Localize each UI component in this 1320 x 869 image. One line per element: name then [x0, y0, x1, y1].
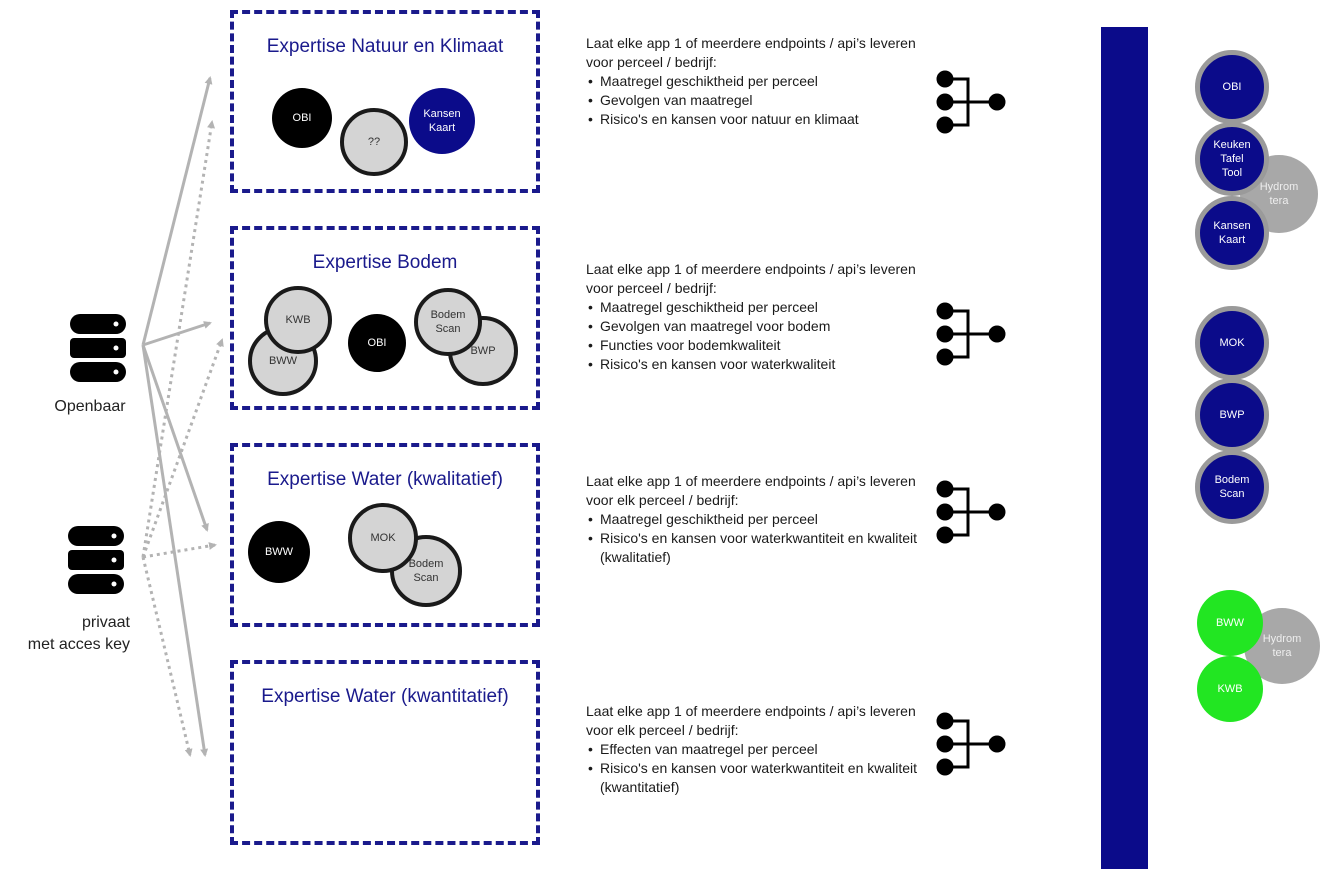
- info-block: Laat elke app 1 of meerdere endpoints / …: [586, 260, 926, 374]
- expertise-box-water-kwalitatief: Expertise Water (kwalitatief) BWW Bodem …: [230, 443, 540, 627]
- info-block: Laat elke app 1 of meerdere endpoints / …: [586, 34, 926, 129]
- app-circle: Bodem Scan: [1195, 450, 1269, 524]
- app-circle: Kansen Kaart: [1195, 196, 1269, 270]
- app-circle: Kansen Kaart: [409, 88, 475, 154]
- info-block: Laat elke app 1 of meerdere endpoints / …: [586, 702, 926, 797]
- expertise-box-water-kwantitatief: Expertise Water (kwantitatief): [230, 660, 540, 845]
- api-merge-icon: [936, 302, 1006, 371]
- api-merge-icon: [936, 480, 1006, 549]
- box-title: Expertise Bodem: [312, 252, 458, 273]
- box-title: Expertise Water (kwantitatief): [261, 686, 509, 707]
- source-private-label: privaat met acces key: [27, 614, 130, 653]
- info-bullet: Maatregel geschiktheid per perceel: [586, 72, 926, 91]
- integration-bar: [1101, 27, 1148, 869]
- database-icon: [70, 310, 126, 384]
- info-bullet: Risico's en kansen voor waterkwantiteit …: [586, 529, 926, 567]
- info-bullet: Gevolgen van maatregel voor bodem: [586, 317, 926, 336]
- info-bullet: Functies voor bodemkwaliteit: [586, 336, 926, 355]
- app-circle: MOK: [348, 503, 418, 573]
- info-intro: Laat elke app 1 of meerdere endpoints / …: [586, 703, 916, 738]
- api-merge-icon: [936, 712, 1006, 781]
- info-block: Laat elke app 1 of meerdere endpoints / …: [586, 472, 926, 567]
- database-icon: [68, 522, 124, 596]
- info-intro: Laat elke app 1 of meerdere endpoints / …: [586, 35, 916, 70]
- app-circle: BWW: [1197, 590, 1263, 656]
- info-bullet: Gevolgen van maatregel: [586, 91, 926, 110]
- app-circle: MOK: [1195, 306, 1269, 380]
- api-merge-icon: [936, 70, 1006, 139]
- info-bullet: Risico's en kansen voor waterkwaliteit: [586, 355, 926, 374]
- app-circle: BWW: [248, 521, 310, 583]
- app-circle: BWP: [1195, 378, 1269, 452]
- info-intro: Laat elke app 1 of meerdere endpoints / …: [586, 261, 916, 296]
- info-bullet: Effecten van maatregel per perceel: [586, 740, 926, 759]
- app-circle: OBI: [272, 88, 332, 148]
- info-bullet: Risico's en kansen voor waterkwantiteit …: [586, 759, 926, 797]
- app-circle: Bodem Scan: [414, 288, 482, 356]
- app-circle: Keuken Tafel Tool: [1195, 122, 1269, 196]
- info-bullet: Maatregel geschiktheid per perceel: [586, 510, 926, 529]
- box-title: Expertise Natuur en Klimaat: [266, 36, 504, 57]
- info-bullet: Maatregel geschiktheid per perceel: [586, 298, 926, 317]
- info-bullet: Risico's en kansen voor natuur en klimaa…: [586, 110, 926, 129]
- app-circle: KWB: [1197, 656, 1263, 722]
- expertise-box-natuur-klimaat: Expertise Natuur en Klimaat OBI ?? Kanse…: [230, 10, 540, 193]
- source-public-label: Openbaar: [54, 398, 126, 415]
- app-circle: KWB: [264, 286, 332, 354]
- app-circle: ??: [340, 108, 408, 176]
- app-circle: OBI: [1195, 50, 1269, 124]
- expertise-box-bodem: Expertise Bodem BWW KWB OBI BWP Bodem Sc…: [230, 226, 540, 410]
- app-circle: OBI: [348, 314, 406, 372]
- box-title: Expertise Water (kwalitatief): [267, 469, 503, 490]
- info-intro: Laat elke app 1 of meerdere endpoints / …: [586, 473, 916, 508]
